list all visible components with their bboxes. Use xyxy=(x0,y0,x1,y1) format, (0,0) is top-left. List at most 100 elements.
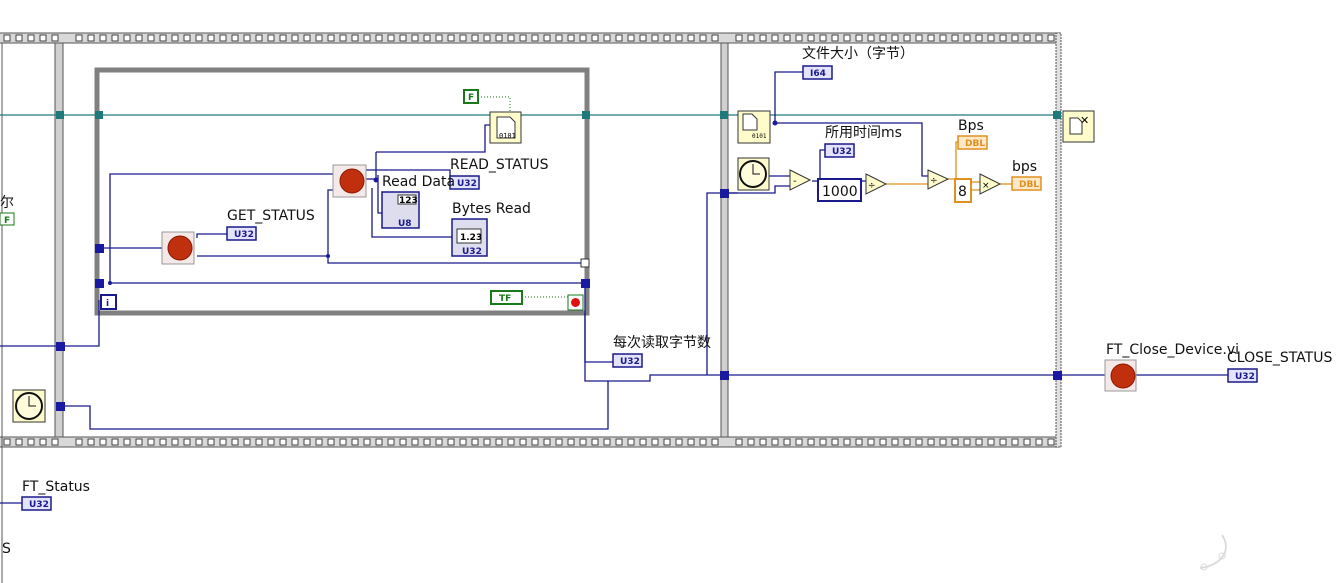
filmstrip-hole xyxy=(807,34,815,42)
filmstrip-holes xyxy=(3,34,1055,446)
close-file-icon[interactable]: ✕ xyxy=(1062,110,1095,143)
tunnels xyxy=(56,120,1062,411)
filmstrip-hole xyxy=(363,34,371,42)
svg-text:U32: U32 xyxy=(1235,372,1255,382)
filmstrip-hole xyxy=(771,34,779,42)
filmstrip-hole xyxy=(567,438,575,446)
filmstrip-hole xyxy=(375,34,383,42)
filmstrip-hole xyxy=(399,438,407,446)
filmstrip-hole xyxy=(243,34,251,42)
filmstrip-hole xyxy=(531,438,539,446)
filmstrip-hole xyxy=(843,34,851,42)
flat-sequence-structure[interactable] xyxy=(0,32,1062,583)
filmstrip-hole xyxy=(663,438,671,446)
tick-count-icon[interactable] xyxy=(12,389,46,423)
filmstrip-hole xyxy=(675,438,683,446)
filmstrip-hole xyxy=(435,438,443,446)
svg-text:U32: U32 xyxy=(457,179,477,189)
constant-1000[interactable] xyxy=(817,178,862,202)
filmstrip-hole xyxy=(99,438,107,446)
bps-upper-indicator[interactable]: DBL xyxy=(957,135,988,150)
bps-lower-indicator[interactable]: DBL xyxy=(1011,176,1042,191)
svg-text:-: - xyxy=(793,176,797,187)
multiply-node xyxy=(979,173,1002,195)
bytes-read-indicator[interactable]: 1.23 U32 xyxy=(451,218,488,257)
filmstrip-hole xyxy=(987,34,995,42)
filmstrip-hole xyxy=(615,34,623,42)
filmstrip-hole xyxy=(15,34,23,42)
filmstrip-hole xyxy=(555,438,563,446)
filmstrip-hole xyxy=(903,34,911,42)
ft-get-status-subvi[interactable] xyxy=(161,231,195,265)
svg-text:1.23: 1.23 xyxy=(460,233,482,243)
filmstrip-hole xyxy=(111,34,119,42)
filmstrip-hole xyxy=(879,34,887,42)
ft-read-subvi[interactable] xyxy=(332,164,367,198)
filmstrip-hole xyxy=(651,34,659,42)
ft-status-indicator[interactable]: U32 xyxy=(21,496,52,511)
false-constant[interactable] xyxy=(463,89,479,104)
close-status-indicator[interactable]: U32 xyxy=(1227,368,1258,383)
elapsed-ms-indicator[interactable]: U32 xyxy=(824,143,855,158)
get-status-indicator[interactable]: U32 xyxy=(226,226,257,241)
read-status-label: READ_STATUS xyxy=(450,157,549,173)
filmstrip-hole xyxy=(579,34,587,42)
ft-close-device-subvi[interactable] xyxy=(1104,359,1137,392)
filmstrip-hole xyxy=(927,438,935,446)
filmstrip-hole xyxy=(219,438,227,446)
filmstrip-hole xyxy=(567,34,575,42)
svg-text:F: F xyxy=(4,216,10,226)
read-status-indicator[interactable]: U32 xyxy=(449,175,480,190)
true-false-control[interactable] xyxy=(490,290,523,305)
filmstrip-hole xyxy=(579,438,587,446)
filmstrip-hole xyxy=(435,34,443,42)
svg-text:F: F xyxy=(468,93,474,103)
filmstrip-hole xyxy=(627,34,635,42)
filmstrip-hole xyxy=(615,438,623,446)
partial-bool-constant xyxy=(0,212,15,226)
filmstrip-hole xyxy=(135,438,143,446)
math-nodes[interactable] xyxy=(789,169,1002,195)
filmstrip-hole xyxy=(711,34,719,42)
filmstrip-hole xyxy=(51,438,59,446)
filmstrip-hole xyxy=(207,438,215,446)
filmstrip-hole xyxy=(831,438,839,446)
file-size-indicator[interactable]: I64 xyxy=(802,65,833,80)
tick-count-icon[interactable] xyxy=(737,157,770,191)
write-binary-file-icon[interactable]: 0101 xyxy=(489,111,522,144)
filmstrip-hole xyxy=(999,438,1007,446)
filmstrip-hole xyxy=(351,34,359,42)
filmstrip-hole xyxy=(531,34,539,42)
filmstrip-hole xyxy=(471,438,479,446)
filmstrip-hole xyxy=(819,438,827,446)
filmstrip-hole xyxy=(543,438,551,446)
filmstrip-hole xyxy=(987,438,995,446)
read-data-array-indicator[interactable]: 123 U8 xyxy=(381,191,420,229)
loop-stop-terminal[interactable] xyxy=(567,294,584,311)
svg-text:✕: ✕ xyxy=(1080,114,1089,127)
filmstrip-hole xyxy=(171,34,179,42)
filmstrip-hole xyxy=(831,34,839,42)
constant-8[interactable] xyxy=(954,178,972,203)
svg-text:×: × xyxy=(982,181,990,191)
filmstrip-hole xyxy=(423,34,431,42)
filmstrip-hole xyxy=(663,34,671,42)
ref-tunnels xyxy=(56,111,1061,119)
filmstrip-hole xyxy=(915,34,923,42)
filmstrip-hole xyxy=(339,438,347,446)
filmstrip-hole xyxy=(75,34,83,42)
svg-text:U32: U32 xyxy=(620,357,640,367)
bytes-per-read-indicator[interactable]: U32 xyxy=(612,353,643,368)
while-loop[interactable] xyxy=(94,67,590,316)
filmstrip-hole xyxy=(963,34,971,42)
filmstrip-hole xyxy=(411,34,419,42)
svg-text:U32: U32 xyxy=(462,247,482,257)
svg-text:i: i xyxy=(106,299,109,309)
filmstrip-hole xyxy=(507,438,515,446)
filmstrip-hole xyxy=(207,34,215,42)
get-file-size-icon[interactable]: 0101 xyxy=(737,110,771,144)
filmstrip-hole xyxy=(243,438,251,446)
get-status-label: GET_STATUS xyxy=(227,208,315,224)
filmstrip-hole xyxy=(15,438,23,446)
close-status-label: CLOSE_STATUS xyxy=(1227,350,1332,366)
